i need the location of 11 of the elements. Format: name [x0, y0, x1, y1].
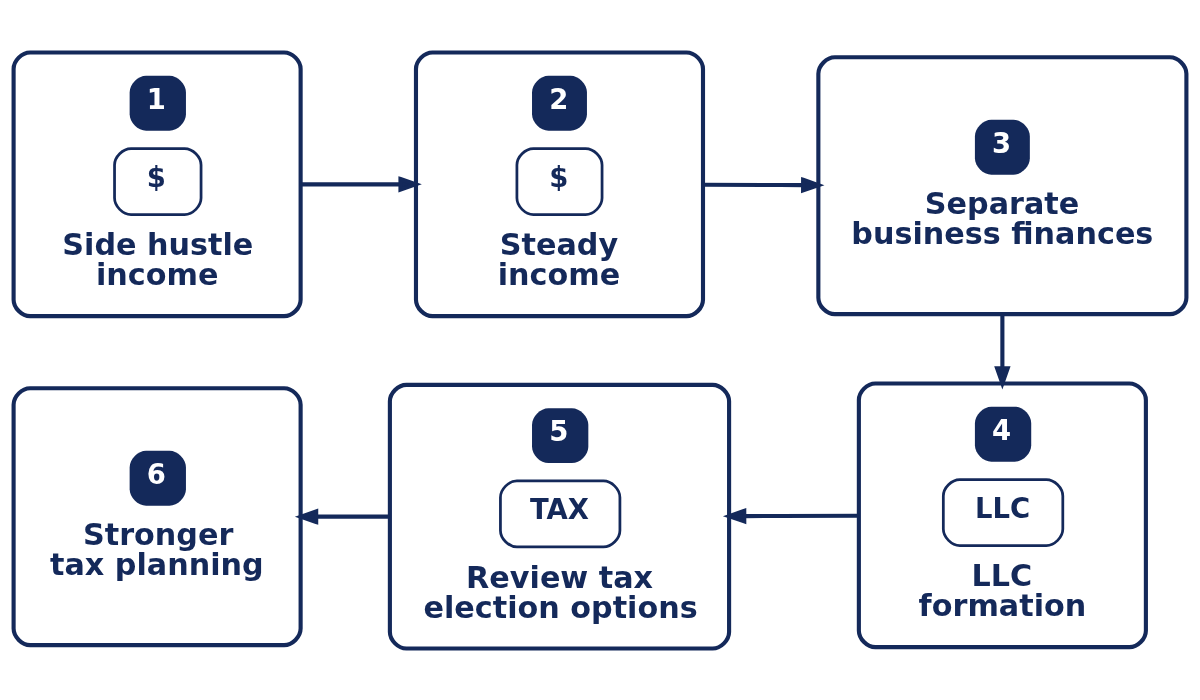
arrow — [722, 507, 859, 524]
node-box: 1 $ Side hustle income — [11, 49, 303, 318]
arrow — [994, 313, 1011, 390]
node-box: 5 TAX Review tax election options — [387, 382, 732, 651]
node-box: 4 LLC LLC formation — [856, 380, 1148, 649]
node-box: 6 Stronger tax planning — [11, 385, 303, 647]
node-box: 3 Separate business finances — [816, 54, 1189, 316]
arrow — [301, 175, 422, 193]
node-box: 2 $ Steady income — [413, 49, 706, 318]
arrow — [703, 176, 825, 193]
arrow — [294, 507, 390, 525]
